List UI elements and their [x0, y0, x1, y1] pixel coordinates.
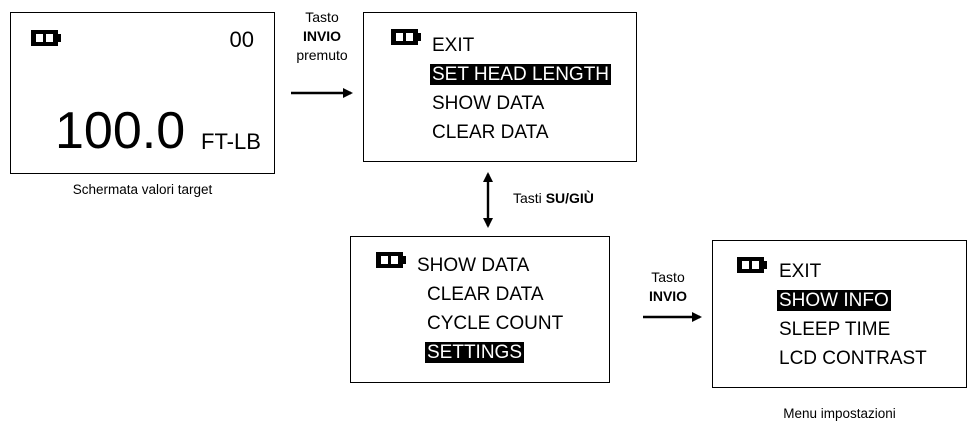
menu-item-show-data[interactable]: SHOW DATA — [417, 255, 530, 276]
target-screen-caption: Schermata valori target — [72, 182, 213, 197]
main-menu-screen: EXIT SET HEAD LENGTH SHOW DATA CLEAR DAT… — [363, 12, 637, 162]
menu-item-exit[interactable]: EXIT — [779, 261, 822, 282]
battery-icon — [737, 257, 767, 273]
menu-item-cycle-count[interactable]: CYCLE COUNT — [427, 313, 564, 334]
up-down-keys-label: Tasti SU/GIÙ — [513, 190, 594, 206]
battery-icon — [391, 29, 421, 45]
target-value-screen: 00 100.0 FT-LB — [10, 12, 275, 174]
menu-item-show-info[interactable]: SHOW INFO — [777, 290, 891, 311]
enter-key-label: Tasto INVIO premuto — [296, 9, 348, 63]
settings-menu-caption: Menu impostazioni — [783, 406, 896, 421]
reading-counter: 00 — [229, 27, 254, 52]
menu-item-clear-data[interactable]: CLEAR DATA — [427, 284, 544, 305]
enter-key-label-2: Tasto INVIO — [648, 269, 688, 304]
menu-item-lcd-contrast[interactable]: LCD CONTRAST — [779, 348, 927, 369]
menu-item-sleep-time[interactable]: SLEEP TIME — [779, 319, 891, 340]
main-menu-list: EXIT SET HEAD LENGTH SHOW DATA CLEAR DAT… — [430, 31, 612, 147]
settings-menu-screen: EXIT SHOW INFO SLEEP TIME LCD CONTRAST — [712, 240, 967, 388]
menu-item-exit[interactable]: EXIT — [432, 35, 475, 56]
menu-item-show-data[interactable]: SHOW DATA — [432, 93, 545, 114]
torque-unit: FT-LB — [201, 129, 261, 154]
menu-item-settings[interactable]: SETTINGS — [425, 342, 525, 363]
scrolled-menu-list: SHOW DATA CLEAR DATA CYCLE COUNT SETTING… — [417, 251, 563, 367]
settings-menu-list: EXIT SHOW INFO SLEEP TIME LCD CONTRAST — [777, 257, 927, 373]
battery-icon — [31, 30, 61, 46]
menu-item-set-head-length[interactable]: SET HEAD LENGTH — [430, 64, 612, 85]
battery-icon — [376, 252, 406, 268]
scrolled-menu-screen: SHOW DATA CLEAR DATA CYCLE COUNT SETTING… — [350, 236, 610, 383]
torque-value: 100.0 — [55, 102, 186, 160]
menu-item-clear-data[interactable]: CLEAR DATA — [432, 122, 549, 143]
